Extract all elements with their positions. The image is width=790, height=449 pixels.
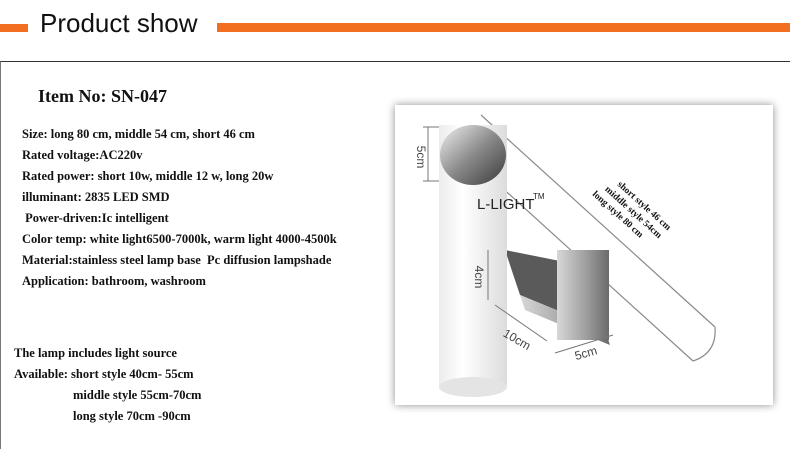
dim-label-top: 5cm [414, 146, 428, 169]
spec-voltage: Rated voltage:AC220v [22, 148, 143, 162]
long-tube-outline-end [692, 326, 716, 362]
dim-label-base-width: 5cm [573, 343, 599, 363]
top-metal-cap [440, 125, 506, 185]
spec-power: Rated power: short 10w, middle 12 w, lon… [22, 169, 274, 183]
spec-size: Size: long 80 cm, middle 54 cm, short 46… [22, 127, 255, 141]
spec-driver: Power-driven:Ic intelligent [22, 211, 169, 225]
dim-line-base-width [554, 334, 614, 354]
available-middle: middle style 55cm-70cm [73, 388, 202, 402]
spec-illuminant: illuminant: 2835 LED SMD [22, 190, 170, 204]
header-accent-bar-left [0, 24, 28, 32]
dim-line-base-depth [494, 304, 548, 342]
content-frame [0, 61, 790, 449]
brand-trademark: TM [533, 192, 545, 201]
spec-material: Material:stainless steel lamp base Pc di… [22, 253, 332, 267]
header: Product show [0, 0, 790, 50]
product-image: 5cm 4cm 10cm 5cm L-LIGHT TM short style … [395, 105, 773, 405]
metal-band [557, 250, 609, 340]
spec-application: Application: bathroom, washroom [22, 274, 206, 288]
lamp-illustration: 5cm 4cm 10cm 5cm L-LIGHT TM short style … [414, 114, 716, 397]
header-accent-bar-right [217, 23, 790, 32]
tube-bottom-cap [439, 377, 507, 397]
available-short: Available: short style 40cm- 55cm [14, 367, 194, 381]
brand-label: L-LIGHT [477, 196, 535, 213]
available-long: long style 70cm -90cm [73, 409, 191, 423]
long-tube-outline-upper [480, 114, 716, 328]
item-number: Item No: SN-047 [38, 86, 167, 106]
spec-color-temp: Color temp: white light6500-7000k, warm … [22, 232, 337, 246]
dim-label-base-height: 4cm [472, 266, 486, 289]
includes-note: The lamp includes light source [14, 346, 177, 360]
length-labels: short style 46 cm middle style 54cm long… [590, 180, 673, 241]
page-title: Product show [40, 8, 198, 38]
